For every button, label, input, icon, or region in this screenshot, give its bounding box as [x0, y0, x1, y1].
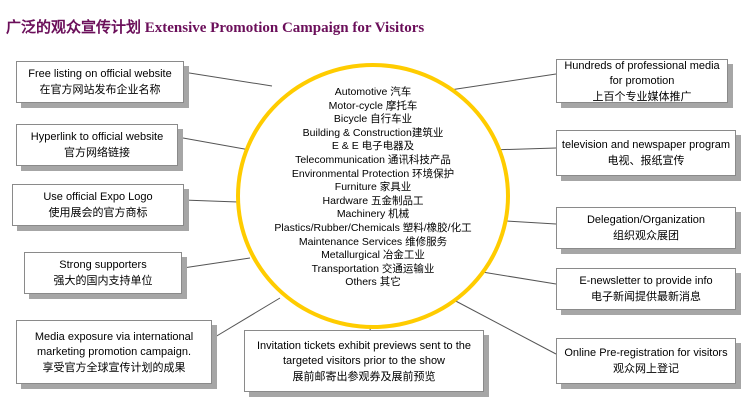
box-label-zh: 电视、报纸宣传 — [607, 154, 685, 167]
box-label-en: Use official Expo Logo — [43, 191, 153, 203]
box-label-zh: 上百个专业媒体推广 — [592, 89, 692, 103]
box-label-en: Strong supporters — [59, 259, 147, 271]
box-label-en: E-newsletter to provide info — [579, 275, 713, 287]
bottom-box-invitation: Invitation tickets exhibit previews sent… — [244, 330, 484, 392]
box-label-zh: 电子新闻提供最新消息 — [591, 290, 701, 303]
box-label-en: television and newspaper program — [561, 139, 731, 151]
industry-item: Bicycle 自行车业 — [333, 113, 413, 126]
right-box-enewsletter: E-newsletter to provide info 电子新闻提供最新消息 — [556, 268, 736, 310]
industry-item: Motor-cycle 摩托车 — [328, 99, 418, 112]
industry-item: Furniture 家具业 — [334, 181, 412, 194]
box-label-en: Free listing on official website — [28, 68, 172, 80]
industry-item: Building & Construction建筑业 — [302, 126, 444, 139]
left-box-free-listing: Free listing on official website 在官方网站发布… — [16, 61, 184, 103]
industry-item: Automotive 汽车 — [334, 86, 412, 98]
left-box-expo-logo: Use official Expo Logo 使用展会的官方商标 — [12, 184, 184, 226]
industry-item: Machinery 机械 — [336, 208, 410, 221]
box-label-en: Delegation/Organization — [586, 214, 706, 226]
left-box-media-exposure: Media exposure via international marketi… — [16, 320, 212, 384]
box-label-en: Online Pre-registration for visitors — [564, 347, 728, 359]
page-title: 广泛的观众宣传计划 Extensive Promotion Campaign f… — [6, 20, 425, 36]
industry-item: E & E 电子电器及 — [331, 140, 415, 153]
box-label-zh: 官方网络链接 — [64, 146, 130, 159]
left-box-supporters: Strong supporters 强大的国内支持单位 — [24, 252, 182, 294]
box-label-zh: 展前邮寄出参观券及展前预览 — [292, 369, 436, 383]
right-box-preregistration: Online Pre-registration for visitors 观众网… — [556, 338, 736, 384]
industry-item: Transportation 交通运输业 — [311, 262, 435, 275]
box-label-en: Hundreds of professional media for promo… — [564, 59, 720, 87]
industry-item: Hardware 五金制品工 — [322, 194, 424, 207]
box-label-zh: 组织观众展团 — [613, 229, 679, 242]
industry-item: Metallurgical 冶金工业 — [321, 249, 425, 262]
industry-item: Environmental Protection 环境保护 — [291, 167, 455, 180]
box-label-en: Invitation tickets exhibit previews sent… — [257, 339, 471, 367]
industries-ellipse — [236, 63, 510, 329]
industry-item: Maintenance Services 维修服务 — [298, 235, 448, 248]
left-box-hyperlink: Hyperlink to official website 官方网络链接 — [16, 124, 178, 166]
box-label-zh: 享受官方全球宣传计划的成果 — [42, 360, 186, 374]
industry-item: Plastics/Rubber/Chemicals 塑料/橡胶/化工 — [274, 221, 472, 234]
right-box-delegation: Delegation/Organization 组织观众展团 — [556, 207, 736, 249]
box-label-zh: 观众网上登记 — [613, 362, 679, 375]
box-label-en: Media exposure via international marketi… — [34, 330, 194, 358]
box-label-zh: 强大的国内支持单位 — [53, 274, 153, 287]
box-label-zh: 使用展会的官方商标 — [48, 206, 148, 219]
industry-item: Others 其它 — [345, 276, 401, 289]
right-box-media: Hundreds of professional media for promo… — [556, 59, 728, 103]
industry-item: Telecommunication 通讯科技产品 — [295, 153, 451, 166]
right-box-tv-newspaper: television and newspaper program 电视、报纸宣传 — [556, 130, 736, 176]
box-label-en: Hyperlink to official website — [30, 131, 164, 143]
box-label-zh: 在官方网站发布企业名称 — [39, 83, 161, 96]
